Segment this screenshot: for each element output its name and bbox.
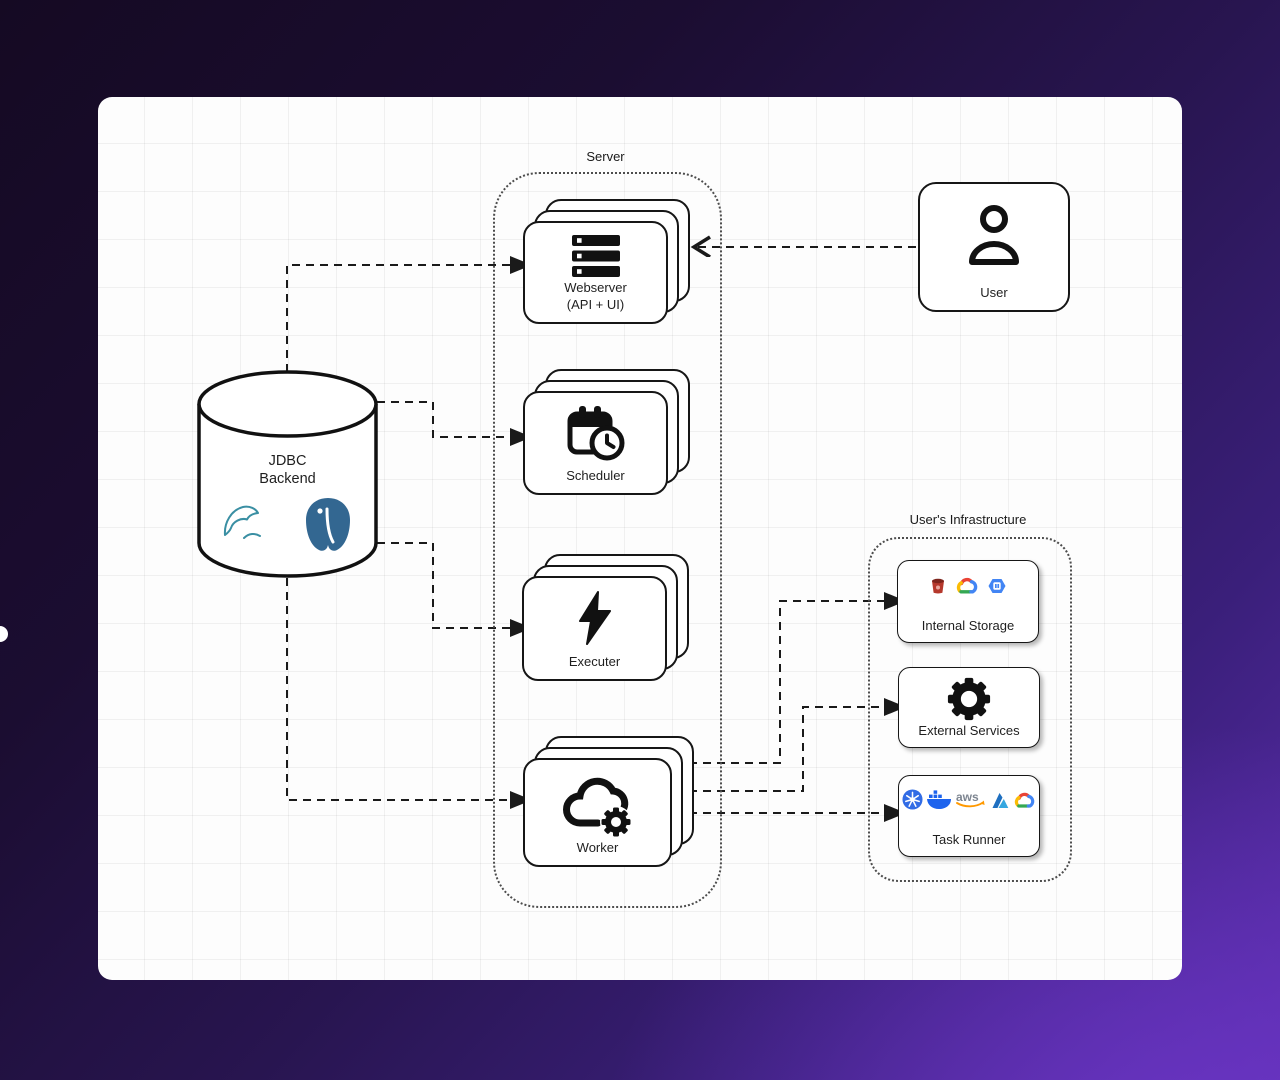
- mysql-dolphin-icon: [223, 505, 261, 539]
- google-cloud-icon: [1014, 792, 1034, 808]
- server-group-label: Server: [586, 149, 625, 164]
- internal-storage-label: Internal Storage: [921, 618, 1015, 633]
- person-icon: [969, 205, 1019, 265]
- cloud-storage-hexagon-icon: [988, 578, 1006, 593]
- jdbc-label-line2: Backend: [259, 471, 316, 488]
- server-group: [493, 172, 722, 908]
- infrastructure-group: [868, 537, 1072, 882]
- task-runner-label: Task Runner: [932, 832, 1006, 847]
- gear-icon: [947, 677, 991, 721]
- scheduler-label: Scheduler: [566, 468, 625, 484]
- worker-node: Worker: [523, 758, 672, 867]
- server-rack-icon: [571, 235, 620, 277]
- user-label: User: [980, 285, 1008, 300]
- webserver-subtitle: (API + UI): [566, 297, 625, 313]
- jdbc-backend-label: JDBC Backend: [197, 452, 378, 488]
- executer-node: Executer: [522, 576, 667, 681]
- azure-icon: [992, 792, 1008, 808]
- google-cloud-icon: [956, 577, 978, 594]
- internal-storage-icons: [929, 575, 1007, 596]
- webserver-node: Webserver (API + UI): [523, 221, 668, 324]
- postgresql-elephant-icon: [306, 498, 350, 551]
- external-services-node: External Services: [898, 667, 1040, 748]
- task-runner-node: aws Task Runner: [898, 775, 1040, 857]
- executer-label: Executer: [568, 654, 621, 670]
- aws-s3-icon: [932, 578, 944, 593]
- task-runner-icons: aws: [901, 789, 1037, 810]
- internal-storage-node: Internal Storage: [897, 560, 1039, 643]
- worker-label: Worker: [576, 840, 619, 856]
- docker-icon: [926, 789, 951, 809]
- scheduler-node: Scheduler: [523, 391, 668, 495]
- stray-cursor-artifact: [0, 626, 8, 642]
- infrastructure-group-label: User's Infrastructure: [909, 512, 1027, 527]
- external-services-label: External Services: [918, 723, 1020, 738]
- aws-logo-text: aws: [956, 790, 979, 804]
- cloud-gear-icon: [562, 777, 632, 838]
- calendar-clock-icon: [567, 406, 624, 461]
- lightning-bolt-icon: [578, 591, 611, 645]
- kubernetes-icon: [901, 789, 923, 810]
- webserver-title: Webserver: [564, 280, 627, 296]
- user-node: User: [918, 182, 1070, 312]
- webserver-label: Webserver (API + UI): [564, 280, 627, 314]
- jdbc-label-line1: JDBC: [268, 453, 307, 469]
- aws-icon: aws: [956, 790, 985, 808]
